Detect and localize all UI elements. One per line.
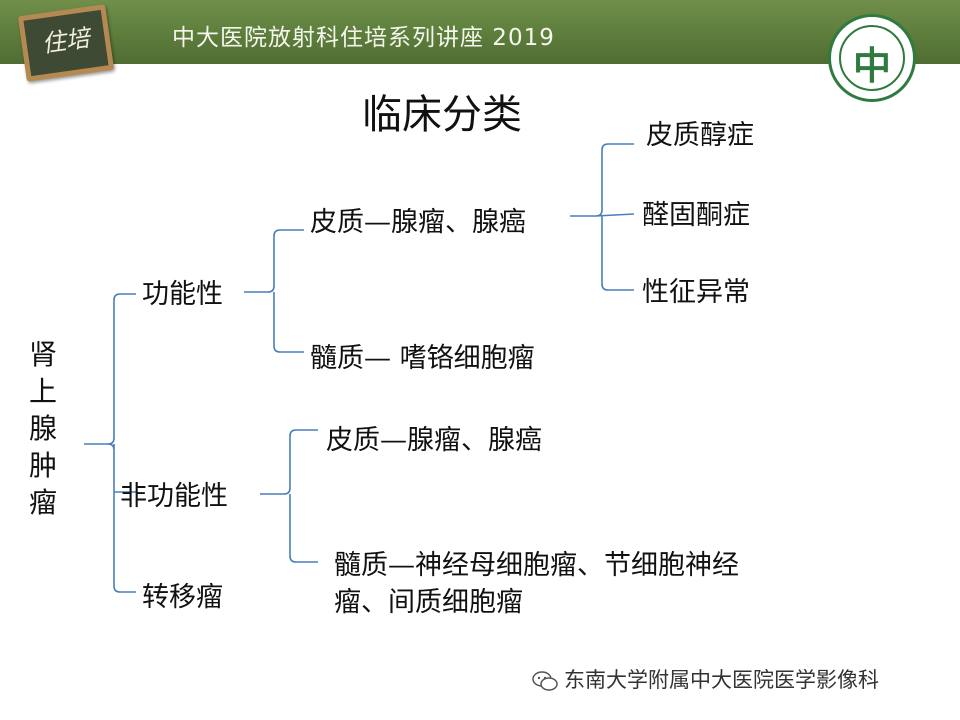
node-nonfunctional-medulla-line2: 瘤、间质细胞瘤 (334, 587, 523, 618)
root-char: 肿 (28, 449, 57, 482)
bracket-nonfunctional (260, 429, 318, 563)
node-functional-cortex: 皮质—腺瘤、腺癌 (310, 207, 526, 238)
logo-ring (839, 25, 905, 91)
header-title: 中大医院放射科住培系列讲座 2019 (172, 25, 555, 51)
logo-glyph: 中 (852, 43, 891, 88)
node-syndrome-sex: 性征异常 (642, 277, 750, 308)
header-bar: 住培 中大医院放射科住培系列讲座 2019 (0, 0, 960, 82)
node-nonfunctional-medulla-line1: 髓质—神经母细胞瘤、节细胞神经 (334, 550, 739, 581)
root-char: 瘤 (28, 486, 57, 519)
bracket-root (84, 293, 136, 593)
root-char: 腺 (28, 412, 57, 445)
node-metastatic: 转移瘤 (142, 582, 223, 613)
hospital-logo: 中 (828, 14, 916, 102)
root-char: 上 (28, 375, 57, 408)
node-functional: 功能性 (142, 279, 223, 310)
root-label: 肾 上 腺 肿 瘤 (26, 336, 60, 521)
footer-watermark: 东南大学附属中大医院医学影像科 (532, 664, 879, 694)
root-char: 肾 (28, 338, 57, 371)
watermark-text: 东南大学附属中大医院医学影像科 (564, 668, 879, 692)
node-functional-medulla: 髓质— 嗜铬细胞瘤 (310, 343, 535, 374)
node-syndrome-cortisol: 皮质醇症 (646, 120, 754, 151)
wechat-icon (532, 671, 558, 691)
bracket-functional (244, 229, 304, 353)
node-syndrome-aldosterone: 醛固酮症 (642, 200, 750, 231)
bracket-cortex (570, 143, 635, 291)
slide-title: 临床分类 (362, 92, 522, 138)
node-nonfunctional: 非功能性 (120, 481, 228, 512)
node-nonfunctional-cortex: 皮质—腺瘤、腺癌 (326, 425, 542, 456)
